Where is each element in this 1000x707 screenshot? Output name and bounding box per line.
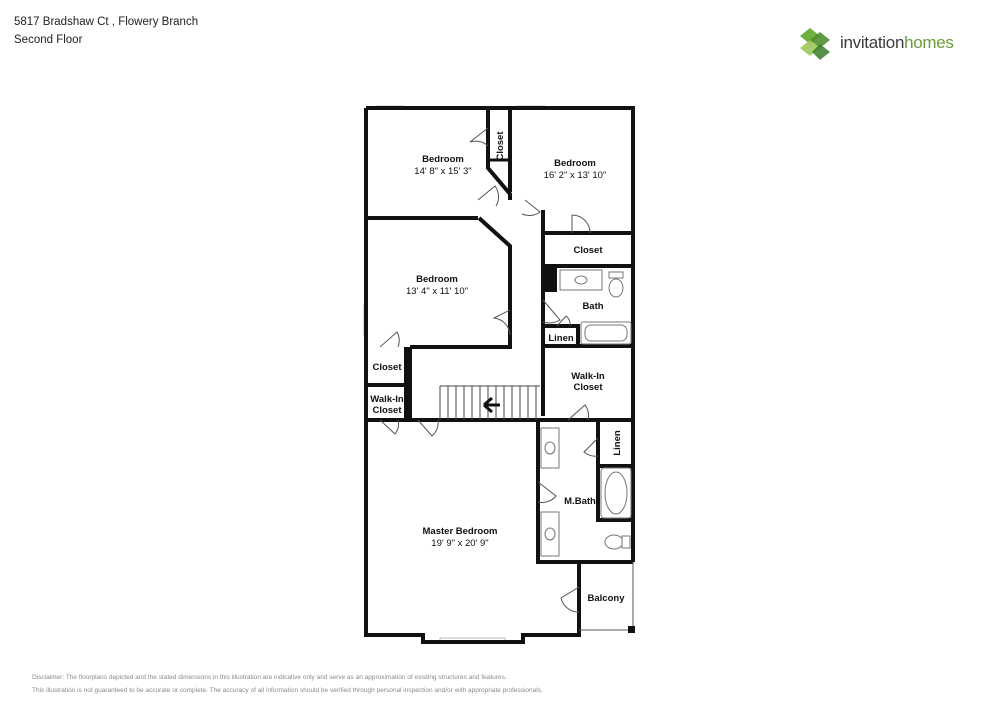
bath-label: Bath xyxy=(582,301,603,312)
bath-basin xyxy=(574,275,588,285)
floor-name: Second Floor xyxy=(14,34,83,46)
company-logo: invitationhomes xyxy=(798,26,954,60)
bath-toilet-icon xyxy=(608,278,624,298)
linen-bath-label: Linen xyxy=(548,333,574,344)
walkin-right-label-2: Closet xyxy=(573,382,603,393)
header: 5817 Bradshaw Ct , Flowery Branch Second… xyxy=(14,13,198,49)
walkin-left-label-1: Walk-In xyxy=(370,394,404,405)
master-bedroom-dims: 19' 9" x 20' 9" xyxy=(431,538,488,549)
balcony-label: Balcony xyxy=(588,593,626,604)
bedroom-tl-dims: 14' 8" x 15' 3" xyxy=(414,166,471,177)
chimney-block xyxy=(543,268,557,292)
walls xyxy=(364,106,635,644)
closet-left-label: Closet xyxy=(372,362,402,373)
address: 5817 Bradshaw Ct , Flowery Branch xyxy=(14,16,199,28)
linen-master-label: Linen xyxy=(612,430,623,456)
bedroom-tr-label: Bedroom xyxy=(554,158,596,169)
disclaimer-line-1: Disclaimer: The floorplans depicted and … xyxy=(32,674,507,681)
logo-word-1: invitation xyxy=(840,33,905,52)
logo-word-2: homes xyxy=(904,33,954,52)
walkin-left-label-2: Closet xyxy=(372,405,402,416)
bedroom-mid-dims: 13' 4" x 11' 10" xyxy=(406,286,468,297)
bedroom-mid-label: Bedroom xyxy=(416,274,458,285)
disclaimer-line-2: This illustration is not guaranteed to b… xyxy=(32,687,543,694)
walkin-right-label-1: Walk-In xyxy=(571,371,605,382)
stairs-arrow-icon xyxy=(483,396,500,414)
windows xyxy=(363,105,546,644)
master-bedroom-label: Master Bedroom xyxy=(423,526,498,537)
staircase xyxy=(439,385,540,420)
bedroom-tl-label: Bedroom xyxy=(422,154,464,165)
logo-wordmark: invitationhomes xyxy=(840,33,954,53)
master-toilet-icon xyxy=(604,534,624,550)
fixtures xyxy=(540,269,632,557)
hall-closet-label: Closet xyxy=(495,131,506,161)
closet-right-label: Closet xyxy=(573,245,603,256)
master-bath-label: M.Bath xyxy=(564,496,596,507)
doors xyxy=(379,127,599,613)
balcony-post xyxy=(628,626,635,633)
logo-mark-icon xyxy=(800,28,830,60)
bedroom-tr-dims: 16' 2" x 13' 10" xyxy=(544,170,607,181)
